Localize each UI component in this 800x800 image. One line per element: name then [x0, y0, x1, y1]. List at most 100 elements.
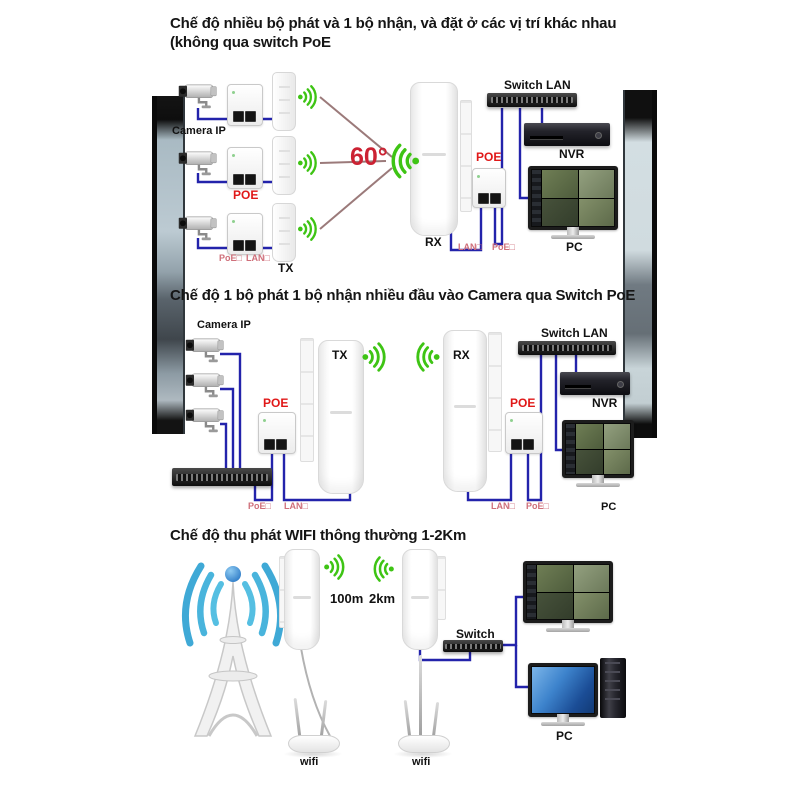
poe-port-label: PoE□ [248, 501, 271, 511]
pc-tower-front [604, 662, 620, 702]
poe-label: POE [233, 188, 259, 202]
lan-port-label: LAN□ [246, 253, 270, 263]
switch-label: Switch [456, 627, 495, 641]
surveillance-screen [532, 170, 614, 226]
poe-injector [227, 84, 263, 126]
monitor-stand [567, 227, 579, 235]
switch-small [443, 640, 503, 652]
camera-icon [183, 367, 227, 399]
tx-outdoor-ap [318, 340, 364, 494]
monitor-stand [557, 714, 569, 722]
router-antenna [419, 655, 422, 737]
monitor-stand [592, 475, 604, 483]
mount-bracket [488, 332, 502, 452]
outdoor-ap [402, 549, 438, 650]
mount-bracket [460, 100, 472, 212]
poe-injector [472, 168, 506, 208]
ap-brand-mark [329, 410, 353, 414]
wifi-router-icon [288, 735, 340, 753]
poe-port-label: PoE□ [219, 253, 242, 263]
angle-label: 60° [350, 143, 388, 171]
monitor-base [576, 483, 620, 487]
poe-injector [227, 147, 263, 189]
section2-title: Chế độ 1 bộ phát 1 bộ nhận nhiều đầu vào… [170, 287, 636, 304]
switch-lan [518, 341, 616, 355]
router-shadow [283, 750, 343, 758]
section3-title: Chế độ thu phát WIFI thông thường 1-2Km [170, 527, 467, 544]
lan-port-label: LAN□ [458, 242, 482, 252]
background-pillar-left [152, 96, 185, 434]
ap-brand-mark [293, 595, 311, 599]
monitor-base [546, 628, 590, 632]
poe-switch [172, 468, 272, 486]
tx-label: TX [278, 261, 294, 275]
wifi-signal-icon [384, 142, 422, 180]
camera-icon [183, 402, 227, 434]
poe-label: POE [476, 150, 502, 164]
switch-lan-label: Switch LAN [504, 78, 571, 92]
poe-port-label: PoE□ [526, 501, 549, 511]
nvr-box [560, 372, 630, 395]
mount-bracket [437, 556, 446, 620]
switch-lan [487, 93, 577, 107]
poe-label: POE [510, 396, 536, 410]
wifi-signal-icon [410, 341, 442, 373]
camera-ip-label: Camera IP [197, 319, 251, 331]
monitor-base [551, 235, 595, 239]
wifi-label: wifi [300, 756, 319, 768]
surveillance-screen [566, 424, 630, 474]
rx-label: RX [453, 348, 470, 362]
range-near-label: 100m [330, 591, 364, 606]
wifi-label: wifi [412, 756, 431, 768]
nvr-box [524, 123, 610, 146]
wifi-signal-icon [322, 553, 350, 581]
ap-brand-mark [422, 152, 446, 156]
pc-label: PC [556, 729, 573, 743]
pc-label: PC [601, 501, 617, 513]
monitor-base [541, 722, 585, 726]
nvr-label: NVR [592, 396, 618, 410]
pc-tower [600, 658, 626, 718]
mount-bracket [300, 338, 314, 462]
lan-port-label: LAN□ [491, 501, 515, 511]
tx-label: TX [332, 348, 348, 362]
surveillance-monitor [523, 561, 613, 632]
antenna-cable [300, 647, 331, 737]
wifi-router-icon [398, 735, 450, 753]
radio-tower-icon [170, 560, 296, 750]
poe-injector [258, 412, 296, 454]
poe-injector [227, 213, 263, 255]
ap-brand-mark [454, 404, 476, 408]
poe-port-label: PoE□ [492, 242, 515, 252]
poe-injector [505, 412, 543, 454]
camera-ip-label: Camera IP [172, 125, 226, 137]
camera-icon [176, 145, 220, 177]
section1-title-line1: Chế độ nhiều bộ phát và 1 bộ nhận, và đặ… [170, 15, 617, 32]
router-antenna [431, 701, 440, 739]
wifi-signal-icon [360, 341, 392, 373]
section1-title-line2: (không qua switch PoE [170, 34, 331, 51]
beam-line [319, 167, 393, 230]
ap-side-view [272, 136, 296, 195]
surveillance-screen [527, 565, 609, 619]
camera-icon [176, 210, 220, 242]
wire [503, 595, 524, 647]
ap-brand-mark [411, 595, 429, 599]
wifi-signal-icon [368, 555, 396, 583]
pc-label: PC [566, 240, 583, 254]
camera-icon [176, 78, 220, 110]
poe-label: POE [263, 396, 289, 410]
switch-lan-label: Switch LAN [541, 326, 608, 340]
pc-screen [532, 667, 594, 713]
router-shadow [393, 750, 453, 758]
nvr-label: NVR [559, 147, 585, 161]
monitor-stand [562, 620, 574, 628]
lan-port-label: LAN□ [284, 501, 308, 511]
range-far-label: 2km [369, 591, 396, 606]
rx-label: RX [425, 235, 442, 249]
wire [514, 645, 528, 689]
ap-side-view [272, 203, 296, 262]
wifi-signal-icon [296, 84, 322, 110]
wifi-signal-icon [296, 150, 322, 176]
